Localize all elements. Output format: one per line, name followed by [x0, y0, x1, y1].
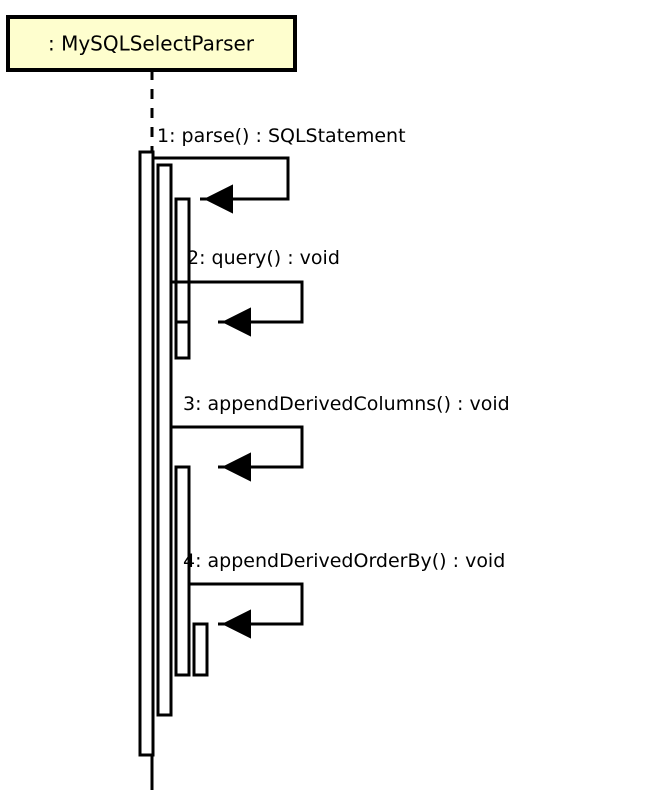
arrowhead-1 [203, 184, 233, 214]
message-label-2: 2: query() : void [187, 247, 340, 269]
self-call-loop-2 [171, 280, 304, 324]
arrowhead-4 [221, 609, 251, 639]
self-message-3 [171, 425, 304, 482]
self-call-loop-4 [189, 582, 304, 626]
participant-label: : MySQLSelectParser [48, 32, 255, 56]
message-label-1: 1: parse() : SQLStatement [157, 125, 406, 147]
message-label-3: 3: appendDerivedColumns() : void [183, 393, 510, 415]
self-message-2 [171, 280, 304, 337]
activation-level5-orderby [192, 622, 209, 677]
participant-header[interactable]: : MySQLSelectParser [6, 15, 297, 72]
self-message-1 [153, 156, 290, 214]
arrowhead-2 [221, 307, 251, 337]
activation-level4-query [174, 320, 191, 360]
activation-level2 [156, 163, 173, 717]
self-call-loop-3 [171, 425, 304, 469]
activation-outer [138, 150, 155, 757]
self-message-4 [189, 582, 304, 677]
message-label-4: 4: appendDerivedOrderBy() : void [183, 550, 505, 572]
activation-level3-columns [174, 465, 191, 677]
activation-bars-group [138, 150, 191, 757]
self-call-loop-1 [153, 156, 290, 201]
arrowhead-3 [221, 452, 251, 482]
participant-box[interactable] [6, 15, 297, 72]
